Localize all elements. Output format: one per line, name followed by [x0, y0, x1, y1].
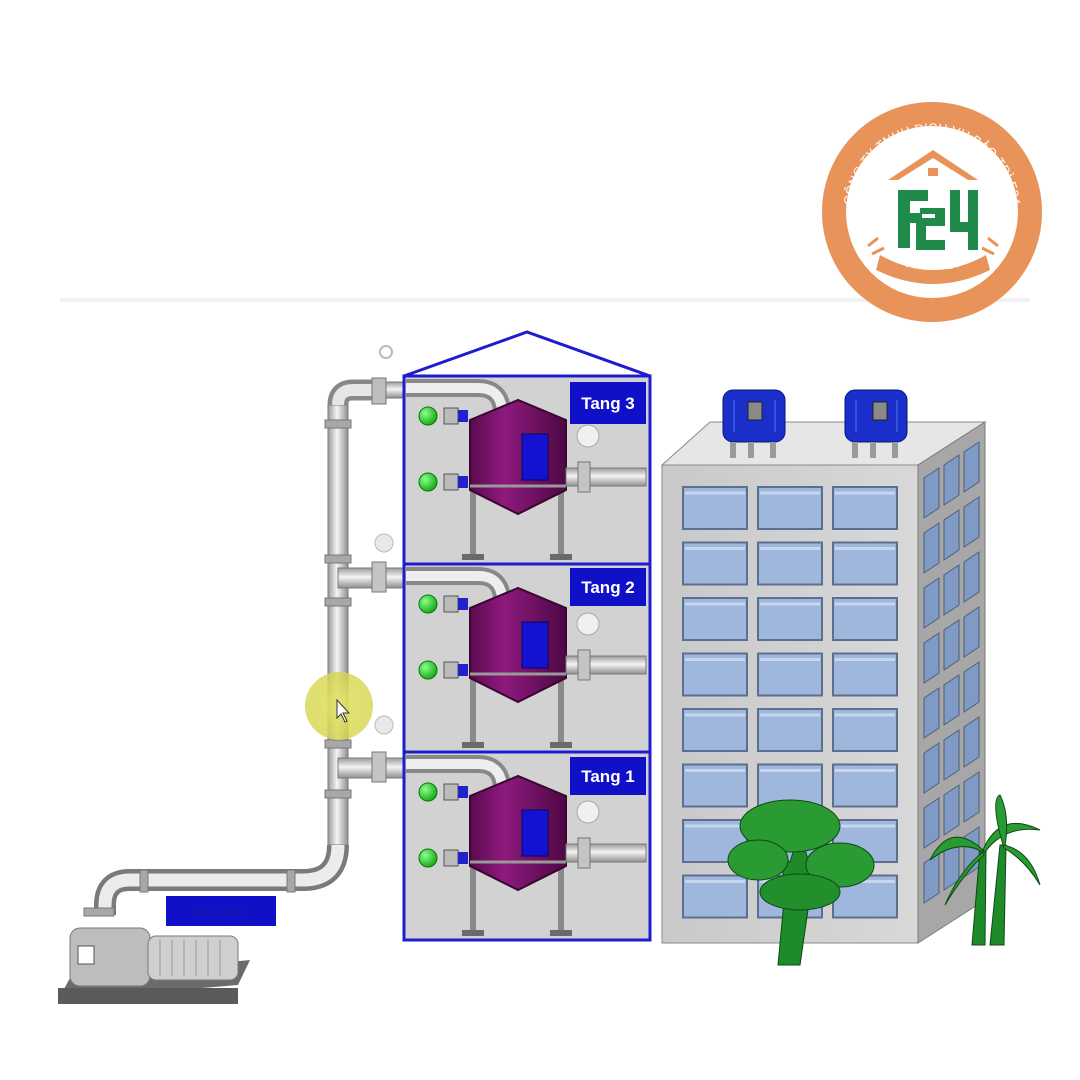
roof-water-tank [722, 389, 786, 458]
logo-f24-mark [898, 190, 978, 250]
tank-window [521, 809, 549, 857]
building-window [963, 661, 980, 713]
side-windows [923, 441, 980, 904]
scan-line [60, 298, 1030, 302]
building-window [943, 729, 960, 781]
status-light-icon [418, 406, 438, 426]
floor-label-box-1 [570, 757, 646, 795]
building-window [943, 784, 960, 836]
pump-label-box [166, 896, 276, 926]
floor-label-box-3 [570, 382, 646, 424]
riser-pipe [83, 345, 407, 917]
valve-icon [443, 783, 459, 801]
pump [58, 927, 250, 1004]
floor-label-box-2 [570, 568, 646, 606]
floor-label-tang-1: Tang 1 [581, 767, 635, 786]
pressure-gauge-icon [576, 800, 600, 824]
water-tank [469, 586, 567, 704]
building-window [963, 441, 980, 493]
floor-label-tang-2: Tang 2 [581, 578, 635, 597]
tank-units [406, 379, 647, 936]
building-window [923, 632, 940, 684]
pressure-gauge-icon [576, 424, 600, 448]
building-window [943, 619, 960, 671]
valve-icon [443, 661, 459, 679]
valve-icon [443, 849, 459, 867]
pressure-gauge-icon [576, 612, 600, 636]
building-window [943, 509, 960, 561]
water-tank [469, 774, 567, 892]
tank-unit [406, 567, 647, 748]
status-light-icon [418, 660, 438, 680]
water-tank [469, 398, 567, 516]
valve-icon [443, 473, 459, 491]
tree [727, 799, 875, 966]
building-window [943, 564, 960, 616]
palm-tree [929, 794, 1041, 946]
building-window [923, 522, 940, 574]
valve-icon [443, 595, 459, 613]
building-window [943, 454, 960, 506]
status-light-icon [418, 472, 438, 492]
tank-unit [406, 379, 647, 560]
building-window [963, 551, 980, 603]
building-window [963, 496, 980, 548]
logo-ribbon-text: Finance 24 [905, 258, 960, 273]
status-light-icon [418, 782, 438, 802]
valve-icon [443, 407, 459, 425]
building-window [963, 716, 980, 768]
tank-unit [406, 755, 647, 936]
building-window [923, 797, 940, 849]
building-window [923, 742, 940, 794]
building-window [963, 606, 980, 658]
cursor-icon [336, 698, 351, 723]
building-window [963, 771, 980, 823]
pump-label: May bom [194, 904, 247, 919]
building-window [923, 687, 940, 739]
building-window [943, 674, 960, 726]
roof-water-tank [844, 389, 908, 458]
tank-window [521, 621, 549, 669]
f24-logo: CÔNG TY TNHH DỊCH VỤ BẢO TRÌ F24 Finance… [822, 102, 1042, 322]
status-light-icon [418, 848, 438, 868]
status-light-icon [418, 594, 438, 614]
building-window [923, 467, 940, 519]
floor-label-tang-3: Tang 3 [581, 394, 635, 413]
tank-window [521, 433, 549, 481]
building-window [923, 577, 940, 629]
